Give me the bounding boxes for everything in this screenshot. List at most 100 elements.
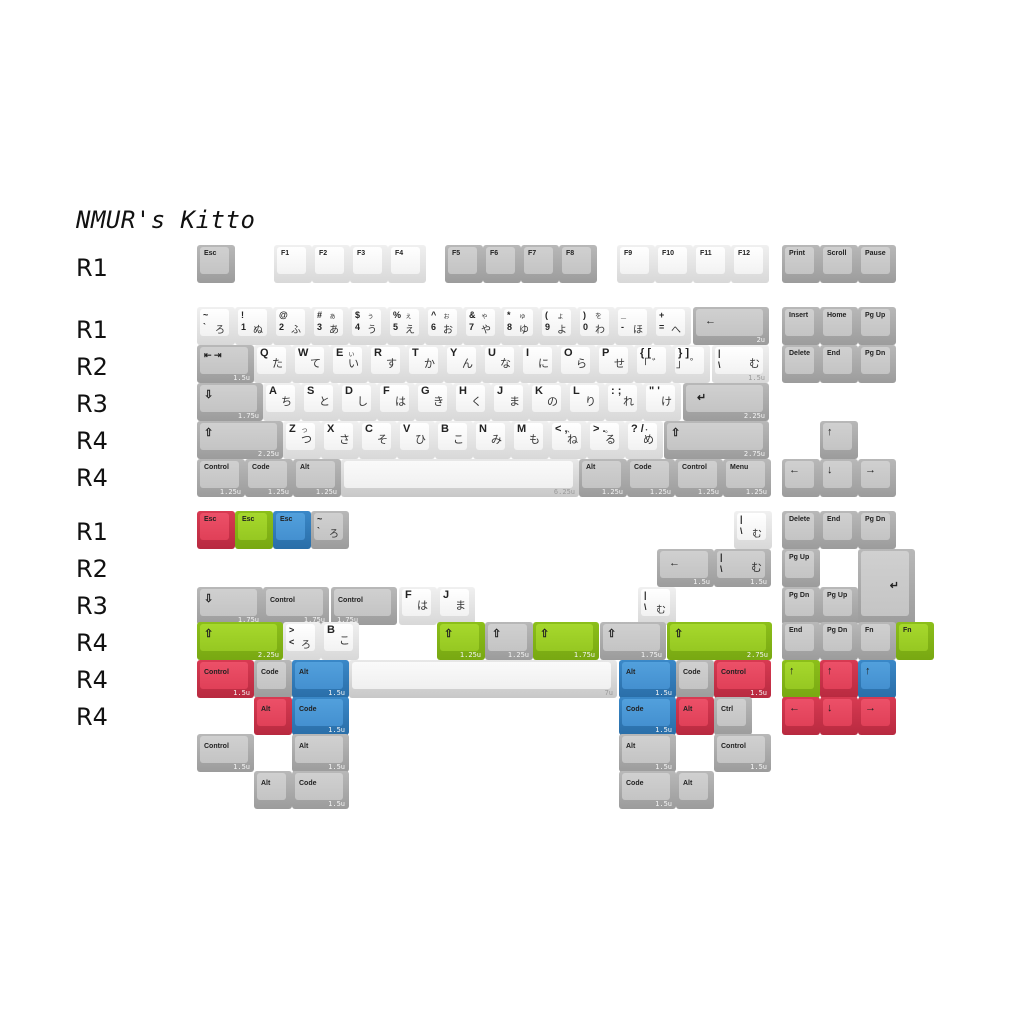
- key-enter[interactable]: ↵2.25u: [683, 383, 769, 421]
- key-alpha[interactable]: { [「 ゛: [634, 345, 672, 383]
- key-pgdn-alt2[interactable]: Pg Dn: [782, 587, 820, 625]
- key-alpha[interactable]: ? /・め: [625, 421, 663, 459]
- key-delete[interactable]: Delete: [782, 345, 820, 383]
- key-backspace-1-5u[interactable]: ←1.5u: [657, 549, 714, 587]
- key-pgdn-r4[interactable]: Pg Dn: [820, 622, 858, 660]
- key-pgdn[interactable]: Pg Dn: [858, 345, 896, 383]
- key-end[interactable]: End: [820, 345, 858, 383]
- key-spacebar[interactable]: 6.25u: [341, 459, 579, 497]
- key-f7[interactable]: F7: [521, 245, 559, 283]
- key-esc-green[interactable]: Esc: [235, 511, 273, 549]
- key-code-gray[interactable]: Code: [254, 660, 292, 698]
- key-end-r4[interactable]: End: [782, 622, 820, 660]
- key-f10[interactable]: F10: [655, 245, 693, 283]
- key-right-shift[interactable]: ⇧2.75u: [664, 421, 769, 459]
- key-f8[interactable]: F8: [559, 245, 597, 283]
- key-f6[interactable]: F6: [483, 245, 521, 283]
- key-caps[interactable]: ⇩1.75u: [197, 383, 263, 421]
- key-left-shift[interactable]: ⇧2.25u: [197, 421, 283, 459]
- key-up-green[interactable]: ↑: [782, 660, 820, 698]
- key-shift-green-1-75u[interactable]: ⇧1.75u: [533, 622, 599, 660]
- key-pgup[interactable]: Pg Up: [858, 307, 896, 345]
- key-f2[interactable]: F2: [312, 245, 350, 283]
- key-backspace[interactable]: ←2u: [693, 307, 769, 345]
- key-esc[interactable]: Esc: [197, 245, 235, 283]
- key-alpha[interactable]: ~`ろ: [197, 307, 235, 345]
- key-esc-red[interactable]: Esc: [197, 511, 235, 549]
- key-left-shift-green[interactable]: ⇧2.25u: [197, 622, 283, 660]
- key-down-red[interactable]: ↓: [820, 697, 858, 735]
- key-backslash-iso[interactable]: |\む: [638, 587, 676, 625]
- key-f12[interactable]: F12: [731, 245, 769, 283]
- key-alt-red-right[interactable]: Alt: [676, 697, 714, 735]
- key-print[interactable]: Print: [782, 245, 820, 283]
- key-spacebar-7u[interactable]: 7u: [349, 660, 617, 698]
- key-fn-green[interactable]: Fn: [896, 622, 934, 660]
- key-alpha[interactable]: : ;れ: [605, 383, 643, 421]
- key-alpha[interactable]: _-ほ: [615, 307, 653, 345]
- key-pgup-alt[interactable]: Pg Up: [782, 549, 820, 587]
- key-right-shift-green[interactable]: ⇧2.75u: [667, 622, 772, 660]
- key-f1[interactable]: F1: [274, 245, 312, 283]
- key-up-red[interactable]: ↑: [820, 660, 858, 698]
- key-alpha[interactable]: < ,、ね: [549, 421, 587, 459]
- key-code-gray-right[interactable]: Code: [676, 660, 714, 698]
- key-grave-gray[interactable]: ~`ろ: [311, 511, 349, 549]
- key-down-arrow[interactable]: ↓: [820, 459, 858, 497]
- key-esc-blue[interactable]: Esc: [273, 511, 311, 549]
- key-end-alt[interactable]: End: [820, 511, 858, 549]
- key-alt-gray-1u-right[interactable]: Alt: [676, 771, 714, 809]
- key-alpha[interactable]: > .。る: [587, 421, 625, 459]
- key-home[interactable]: Home: [820, 307, 858, 345]
- key-shift-gray-1-25u[interactable]: ⇧1.25u: [485, 622, 533, 660]
- key-up-arrow[interactable]: ↑: [820, 421, 858, 459]
- key-left-red[interactable]: ←: [782, 697, 820, 735]
- key-fn-gray[interactable]: Fn: [858, 622, 896, 660]
- key-f11[interactable]: F11: [693, 245, 731, 283]
- key-alt-gray-1u[interactable]: Alt: [254, 771, 292, 809]
- key-ctrl-gray[interactable]: Ctrl: [714, 697, 752, 735]
- key-shift-green-1-25u[interactable]: ⇧1.25u: [437, 622, 485, 660]
- key-right-red[interactable]: →: [858, 697, 896, 735]
- key-iso-enter[interactable]: ↵: [858, 549, 915, 625]
- key-iso-angle[interactable]: ><ろ: [283, 622, 321, 660]
- key-scroll[interactable]: Scroll: [820, 245, 858, 283]
- key-alpha[interactable]: +=へ: [653, 307, 691, 345]
- key-pgdn-alt[interactable]: Pg Dn: [858, 511, 896, 549]
